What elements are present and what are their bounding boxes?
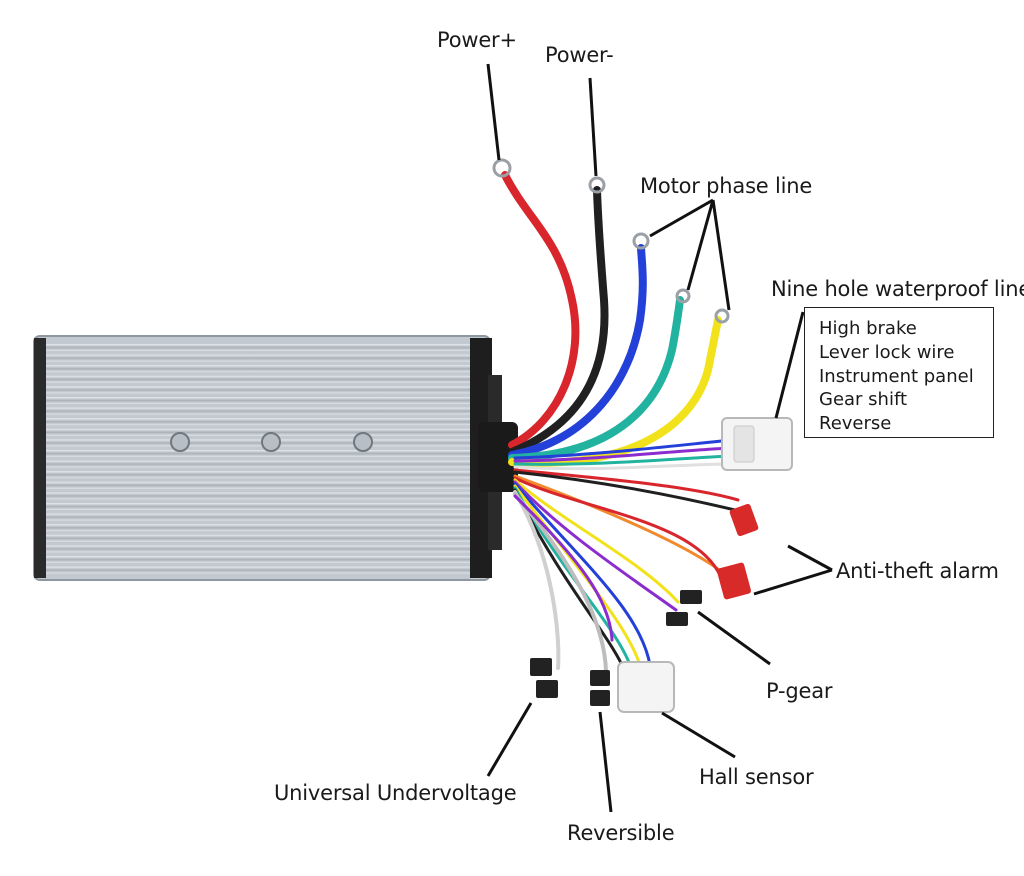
leader-phase-3 bbox=[711, 199, 731, 311]
nine-hole-connector bbox=[721, 417, 793, 471]
left-end-cap bbox=[34, 338, 46, 578]
heat-sink-fin bbox=[46, 534, 470, 542]
heat-sink-fin bbox=[46, 460, 470, 468]
connectors bbox=[530, 417, 793, 713]
heat-sink-fin bbox=[46, 556, 470, 563]
label-power-plus: Power+ bbox=[437, 28, 517, 52]
undervoltage-connector-2 bbox=[536, 680, 558, 698]
heat-sink-fin bbox=[46, 397, 470, 404]
reversible-connector-1 bbox=[590, 670, 610, 686]
ring-terminal-phase-green bbox=[675, 288, 691, 304]
mounting-screw bbox=[170, 432, 190, 452]
heat-sink-fin bbox=[46, 481, 470, 489]
leader-phase-1 bbox=[649, 198, 714, 238]
p-gear-connector-2 bbox=[666, 612, 688, 626]
heat-sink-fin bbox=[46, 524, 470, 532]
label-reversible: Reversible bbox=[567, 821, 675, 845]
heat-sink-fin bbox=[46, 428, 470, 436]
heat-sink-fin bbox=[46, 407, 470, 415]
leader-hall-sensor bbox=[661, 711, 736, 759]
heat-sink-fin bbox=[46, 386, 470, 394]
phase-wire-blue bbox=[508, 244, 647, 459]
label-anti-theft-alarm: Anti-theft alarm bbox=[836, 559, 999, 583]
nine-hole-item: Lever lock wire bbox=[819, 342, 955, 363]
mounting-screw bbox=[261, 432, 281, 452]
heat-sink-fin bbox=[46, 513, 470, 521]
phase-wire-green bbox=[508, 296, 684, 462]
leader-reversible bbox=[598, 711, 613, 813]
power-minus-wire bbox=[508, 186, 609, 456]
label-p-gear: P-gear bbox=[766, 679, 833, 703]
heat-sink-fin bbox=[46, 471, 470, 479]
label-power-minus: Power- bbox=[545, 43, 614, 67]
power-wires bbox=[501, 171, 722, 467]
leader-power-minus bbox=[588, 77, 598, 177]
leader-lines bbox=[486, 63, 833, 813]
heat-sink-fin bbox=[46, 365, 470, 373]
heat-sink-fins bbox=[46, 344, 470, 574]
mounting-screw bbox=[353, 432, 373, 452]
heat-sink-fin bbox=[46, 503, 470, 510]
leader-undervoltage bbox=[486, 702, 533, 777]
heat-sink-fin bbox=[46, 344, 470, 351]
leader-phase-2 bbox=[686, 199, 715, 291]
nine-hole-function-box: High brake Lever lock wire Instrument pa… bbox=[804, 307, 994, 438]
nine-hole-item: Reverse bbox=[819, 413, 892, 434]
nine-hole-item: High brake bbox=[819, 318, 917, 339]
controller-housing bbox=[33, 335, 502, 581]
heat-sink-fin bbox=[46, 492, 470, 500]
power-plus-wire bbox=[501, 171, 580, 449]
ring-terminal-power-plus bbox=[492, 158, 512, 178]
label-universal-undervoltage: Universal Undervoltage bbox=[274, 781, 517, 805]
ring-terminal-power-minus bbox=[588, 176, 606, 194]
anti-theft-connector-2 bbox=[717, 562, 751, 600]
label-nine-hole-waterproof-line: Nine hole waterproof line bbox=[771, 277, 1024, 301]
nine-hole-item: Instrument panel bbox=[819, 366, 974, 387]
heat-sink-fin bbox=[46, 375, 470, 383]
heat-sink-fin bbox=[46, 566, 470, 574]
nine-hole-item: Gear shift bbox=[819, 389, 908, 410]
hall-sensor-connector bbox=[617, 661, 675, 713]
reversible-connector-2 bbox=[590, 690, 610, 706]
signal-wires bbox=[513, 438, 740, 674]
heat-sink-fin bbox=[46, 354, 470, 362]
heat-sink-fin bbox=[46, 450, 470, 457]
anti-theft-connector-1 bbox=[729, 503, 759, 537]
cable-gland bbox=[478, 422, 518, 492]
leader-power-plus bbox=[486, 63, 501, 161]
leader-nine-hole bbox=[774, 311, 805, 419]
ring-terminal-phase-yellow bbox=[714, 308, 730, 324]
label-hall-sensor: Hall sensor bbox=[699, 765, 814, 789]
p-gear-connector-1 bbox=[680, 590, 702, 604]
heat-sink-fin bbox=[46, 439, 470, 447]
heat-sink-fin bbox=[46, 418, 470, 426]
ring-terminals bbox=[492, 158, 730, 324]
undervoltage-connector-1 bbox=[530, 658, 552, 676]
leader-anti-theft-2 bbox=[753, 568, 833, 596]
ring-terminal-phase-blue bbox=[632, 232, 650, 250]
label-motor-phase-line: Motor phase line bbox=[640, 174, 813, 198]
heat-sink-fin bbox=[46, 545, 470, 553]
leader-anti-theft-1 bbox=[787, 544, 833, 572]
leader-p-gear bbox=[697, 610, 771, 666]
